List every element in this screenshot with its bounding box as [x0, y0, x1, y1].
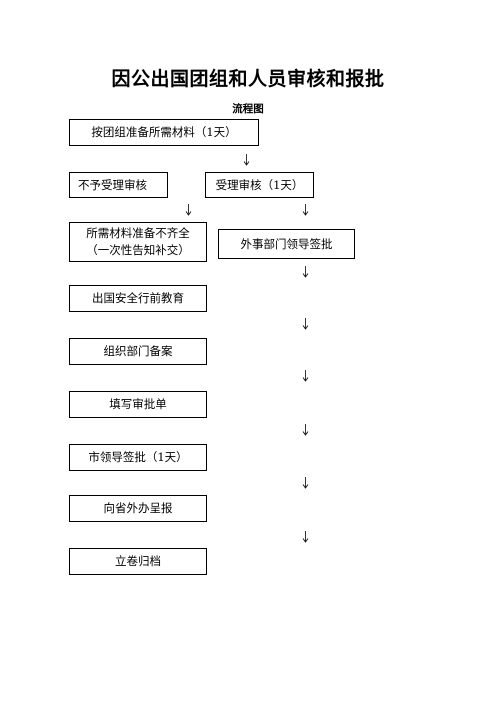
- node-reject-review-label: 不予受理审核: [78, 177, 147, 192]
- node-foreign-affairs-approval-label: 外事部门领导签批: [240, 236, 333, 251]
- node-city-leader-approval: 市领导签批（1天）: [69, 444, 207, 471]
- arrow-down-icon: [302, 204, 309, 216]
- arrow-down-icon: [302, 477, 309, 489]
- node-archive-label: 立卷归档: [115, 554, 161, 569]
- node-province-report-label: 向省外办呈报: [103, 501, 173, 516]
- node-materials-incomplete-line2: （一次性告知补交）: [86, 243, 190, 257]
- node-accept-review-label: 受理审核（1天）: [215, 177, 304, 192]
- node-foreign-affairs-approval: 外事部门领导签批: [218, 229, 355, 259]
- node-city-leader-approval-label: 市领导签批（1天）: [88, 450, 188, 465]
- node-org-record: 组织部门备案: [69, 338, 207, 365]
- node-accept-review: 受理审核（1天）: [205, 172, 314, 198]
- node-fill-form: 填写审批单: [69, 391, 207, 418]
- node-reject-review: 不予受理审核: [69, 172, 168, 198]
- node-safety-education-label: 出国安全行前教育: [92, 291, 184, 306]
- arrow-down-icon: [302, 266, 309, 278]
- arrow-down-icon: [243, 154, 250, 166]
- page-title: 因公出国团组和人员审核和报批: [111, 68, 385, 90]
- node-prepare-materials: 按团组准备所需材料（1天）: [69, 119, 259, 146]
- arrow-down-icon: [302, 318, 309, 330]
- node-province-report: 向省外办呈报: [69, 495, 207, 522]
- arrow-down-icon: [185, 204, 192, 216]
- node-org-record-label: 组织部门备案: [103, 344, 173, 359]
- node-prepare-materials-label: 按团组准备所需材料（1天）: [91, 125, 237, 140]
- node-materials-incomplete: 所需材料准备不齐全 （一次性告知补交）: [69, 222, 207, 262]
- node-archive: 立卷归档: [69, 548, 207, 575]
- page-subtitle: 流程图: [232, 103, 264, 115]
- arrow-down-icon: [302, 531, 309, 543]
- arrow-down-icon: [302, 370, 309, 382]
- node-safety-education: 出国安全行前教育: [69, 285, 207, 312]
- arrow-down-icon: [302, 424, 309, 436]
- node-fill-form-label: 填写审批单: [109, 397, 167, 412]
- node-materials-incomplete-line1: 所需材料准备不齐全: [86, 226, 190, 241]
